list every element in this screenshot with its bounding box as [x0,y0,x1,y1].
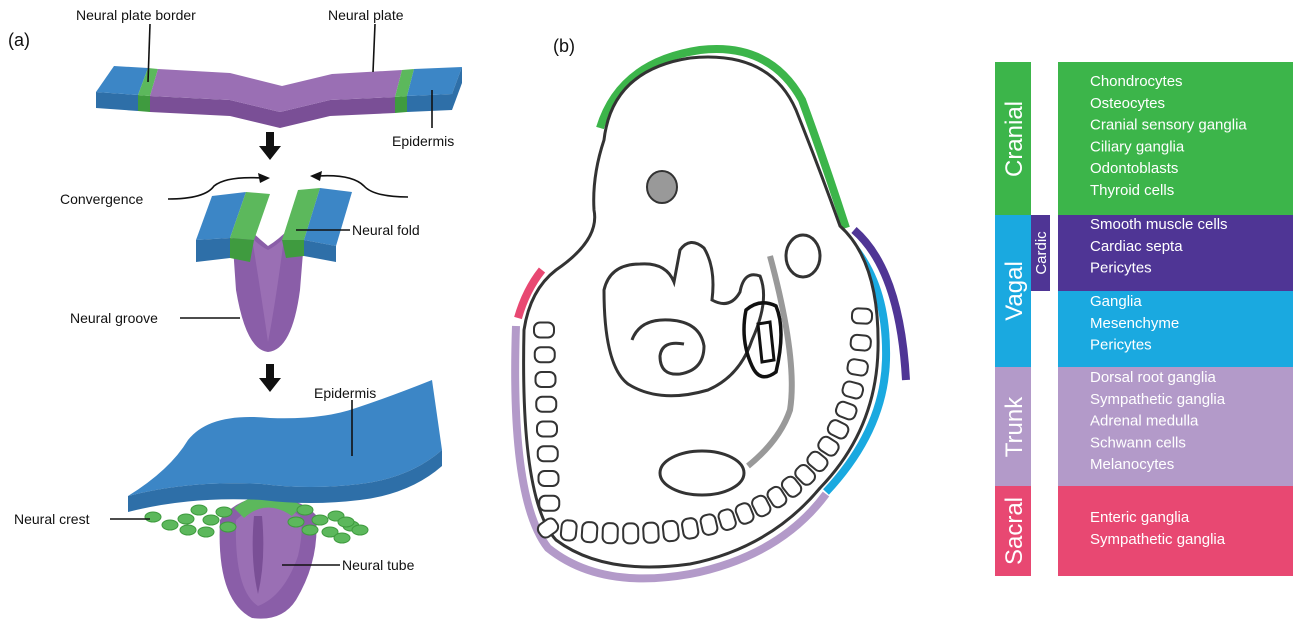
derivative-item: Ganglia [1090,293,1142,310]
neural-tube-label: Neural tube [342,557,415,573]
convergence-label: Convergence [60,191,143,207]
somite [662,520,679,542]
somite [539,496,559,511]
somite [847,358,869,376]
somite [538,446,558,461]
down-arrow-icon [259,364,281,392]
somite [850,334,871,351]
derivative-item: Mesenchyme [1090,315,1179,332]
derivative-item: Adrenal medulla [1090,413,1199,430]
somite [537,422,557,437]
neural-tube-stage [128,380,442,619]
arrowhead-icon [310,171,322,181]
derivative-item: Osteocytes [1090,95,1165,112]
somite [623,523,638,543]
neural-crest-cell [191,505,207,515]
neural-plate-border-label: Neural plate border [76,7,196,23]
derivative-item: Dorsal root ganglia [1090,369,1217,386]
somite [539,471,559,486]
down-arrow-icon [259,132,281,160]
derivative-item: Pericytes [1090,260,1152,277]
neural-groove-label: Neural groove [70,310,158,326]
epidermis-bottom-label: Epidermis [314,385,376,401]
limb-bud [660,451,744,495]
derivative-item: Thyroid cells [1090,182,1174,199]
derivative-item: Chondrocytes [1090,73,1183,90]
panel-a-label: (a) [8,30,30,50]
somite [643,522,659,543]
derivative-item: Sympathetic ganglia [1090,391,1226,408]
somite [681,517,699,539]
leader-neural-plate [373,24,375,72]
panel-b-label: (b) [553,36,575,56]
derivative-item: Odontoblasts [1090,160,1178,177]
arrowhead-icon [258,173,270,183]
neural-crest-cell [334,533,350,543]
somite [535,347,555,362]
neural-fold-label: Neural fold [352,222,420,238]
derivative-item: Melanocytes [1090,456,1174,473]
neural-crest-cell [297,505,313,515]
derivative-item: Schwann cells [1090,434,1186,451]
neural-crest-cell [162,520,178,530]
region-label-cranial: Cranial [1001,101,1028,177]
eye [647,171,677,203]
derivative-item: Smooth muscle cells [1090,216,1228,233]
neural-crest-cell [312,515,328,525]
neural-crest-cell [216,507,232,517]
neural-crest-cell [352,525,368,535]
neural-crest-cell [180,525,196,535]
somite [536,397,556,412]
somite [534,323,554,338]
epidermis-top-label: Epidermis [392,133,454,149]
region-label-vagal: Vagal [1001,261,1028,321]
neural-crest-cell [338,517,354,527]
neural-crest-cell [302,525,318,535]
derivative-item: Pericytes [1090,337,1152,354]
neural-crest-cell [145,512,161,522]
somite [602,523,618,543]
derivative-item: Cardiac septa [1090,238,1183,255]
derivative-item: Ciliary ganglia [1090,138,1185,155]
neural-crest-cell [288,517,304,527]
region-label-cardiac: Cardic [1033,231,1050,275]
somite [560,520,577,541]
neural-crest-cell [178,514,194,524]
region-label-sacral: Sacral [1001,497,1028,565]
somite [852,308,873,324]
neural-plate-slab [96,66,462,128]
neural-plate-label: Neural plate [328,7,404,23]
neural-fold-stage [196,188,352,352]
neural-crest-label: Neural crest [14,511,90,527]
derivative-item: Cranial sensory ganglia [1090,117,1247,134]
neural-crest-cell [198,527,214,537]
somite [581,522,597,543]
neural-crest-cell [203,515,219,525]
derivative-item: Enteric ganglia [1090,509,1190,526]
derivatives-table: Cranial Vagal Trunk Sacral Cardic Chondr… [995,62,1293,576]
neural-crest-cell [220,522,236,532]
derivative-item: Sympathetic ganglia [1090,531,1226,548]
somite [536,372,556,387]
otic-vesicle [786,235,820,277]
region-label-trunk: Trunk [1001,396,1028,457]
